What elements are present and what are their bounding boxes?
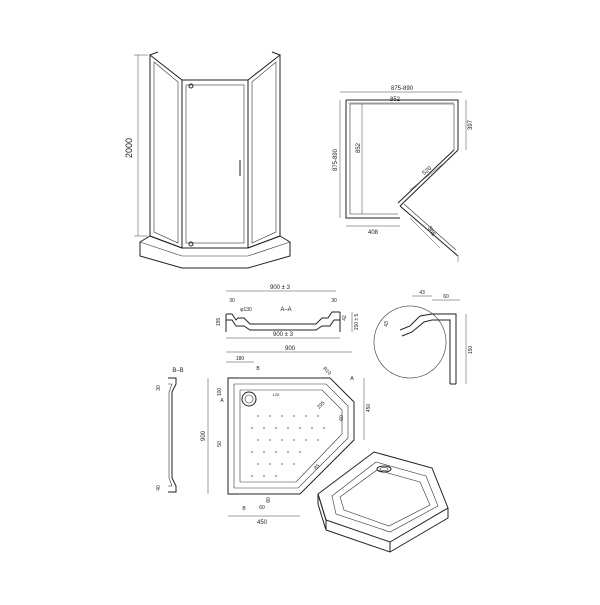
aa-side-right: 42 [342, 315, 348, 321]
enclosure-front-view: 2000 [124, 51, 291, 269]
enclosure-plan-view: 875-890 852 875-890 852 397 520 408 566 [333, 86, 474, 262]
tray-d450-bottom: 450 [257, 520, 268, 526]
plan-bottom-diag: 566 [426, 226, 437, 238]
tray-d80: 80 [266, 497, 272, 503]
aa-top-dim: 900 ± 3 [270, 285, 291, 291]
plan-left-height: 875-890 [333, 148, 339, 171]
detail-d3: 43 [384, 321, 390, 327]
tray-section-b2: B [242, 506, 246, 512]
tray-3d-view [317, 451, 449, 553]
section-aa: 900 ± 3 30 30 A–A φ130 155 42 150 ± 5 90… [216, 285, 360, 339]
detail-d2: 60 [443, 294, 449, 300]
aa-right-dim: 30 [331, 298, 337, 304]
corner-detail: 43 60 43 150 [373, 290, 474, 385]
tray-d85: 85 [313, 463, 321, 471]
detail-d4: 150 [468, 346, 474, 355]
aa-left-dim: 30 [229, 298, 235, 304]
section-bb: B–B 30 40 [156, 368, 184, 493]
plan-inner-height: 852 [356, 142, 362, 153]
aa-side-left: 155 [216, 318, 222, 327]
detail-d1: 43 [419, 290, 425, 296]
tray-d60: 60 [339, 415, 345, 421]
bb-d-top: 30 [156, 385, 162, 391]
tray-d50: 50 [217, 441, 223, 447]
plan-top-width: 875-890 [391, 86, 414, 92]
plan-bottom-left: 408 [368, 230, 379, 236]
tray-section-a: A [220, 398, 224, 404]
tray-r-label: R10 [321, 366, 332, 377]
tray-plan-view: 900 180 100 120 A B R10 900 50 60 450 29… [201, 346, 372, 526]
aa-label: A–A [280, 307, 291, 313]
aa-hole: φ130 [240, 307, 252, 313]
height-label: 2000 [124, 138, 134, 158]
aa-bottom-dim: 900 ± 3 [273, 332, 294, 338]
plan-door-opening: 520 [422, 165, 434, 176]
tray-d100: 100 [217, 388, 223, 397]
bb-label: B–B [172, 368, 183, 374]
aa-height-dim: 150 ± 5 [354, 313, 360, 330]
tray-d450-right: 450 [366, 404, 372, 413]
tray-d60b: 60 [259, 505, 265, 511]
tray-top-dim: 900 [285, 346, 296, 352]
tray-d180: 180 [236, 356, 245, 362]
tray-d120: 120 [273, 392, 280, 397]
tray-section-a2: A [350, 376, 354, 382]
tray-d295: 295 [316, 400, 326, 410]
bb-d-bottom: 40 [156, 485, 162, 491]
tray-left-height: 900 [201, 430, 207, 441]
tray-section-b: B [256, 366, 260, 372]
plan-right-segment: 397 [468, 119, 474, 130]
